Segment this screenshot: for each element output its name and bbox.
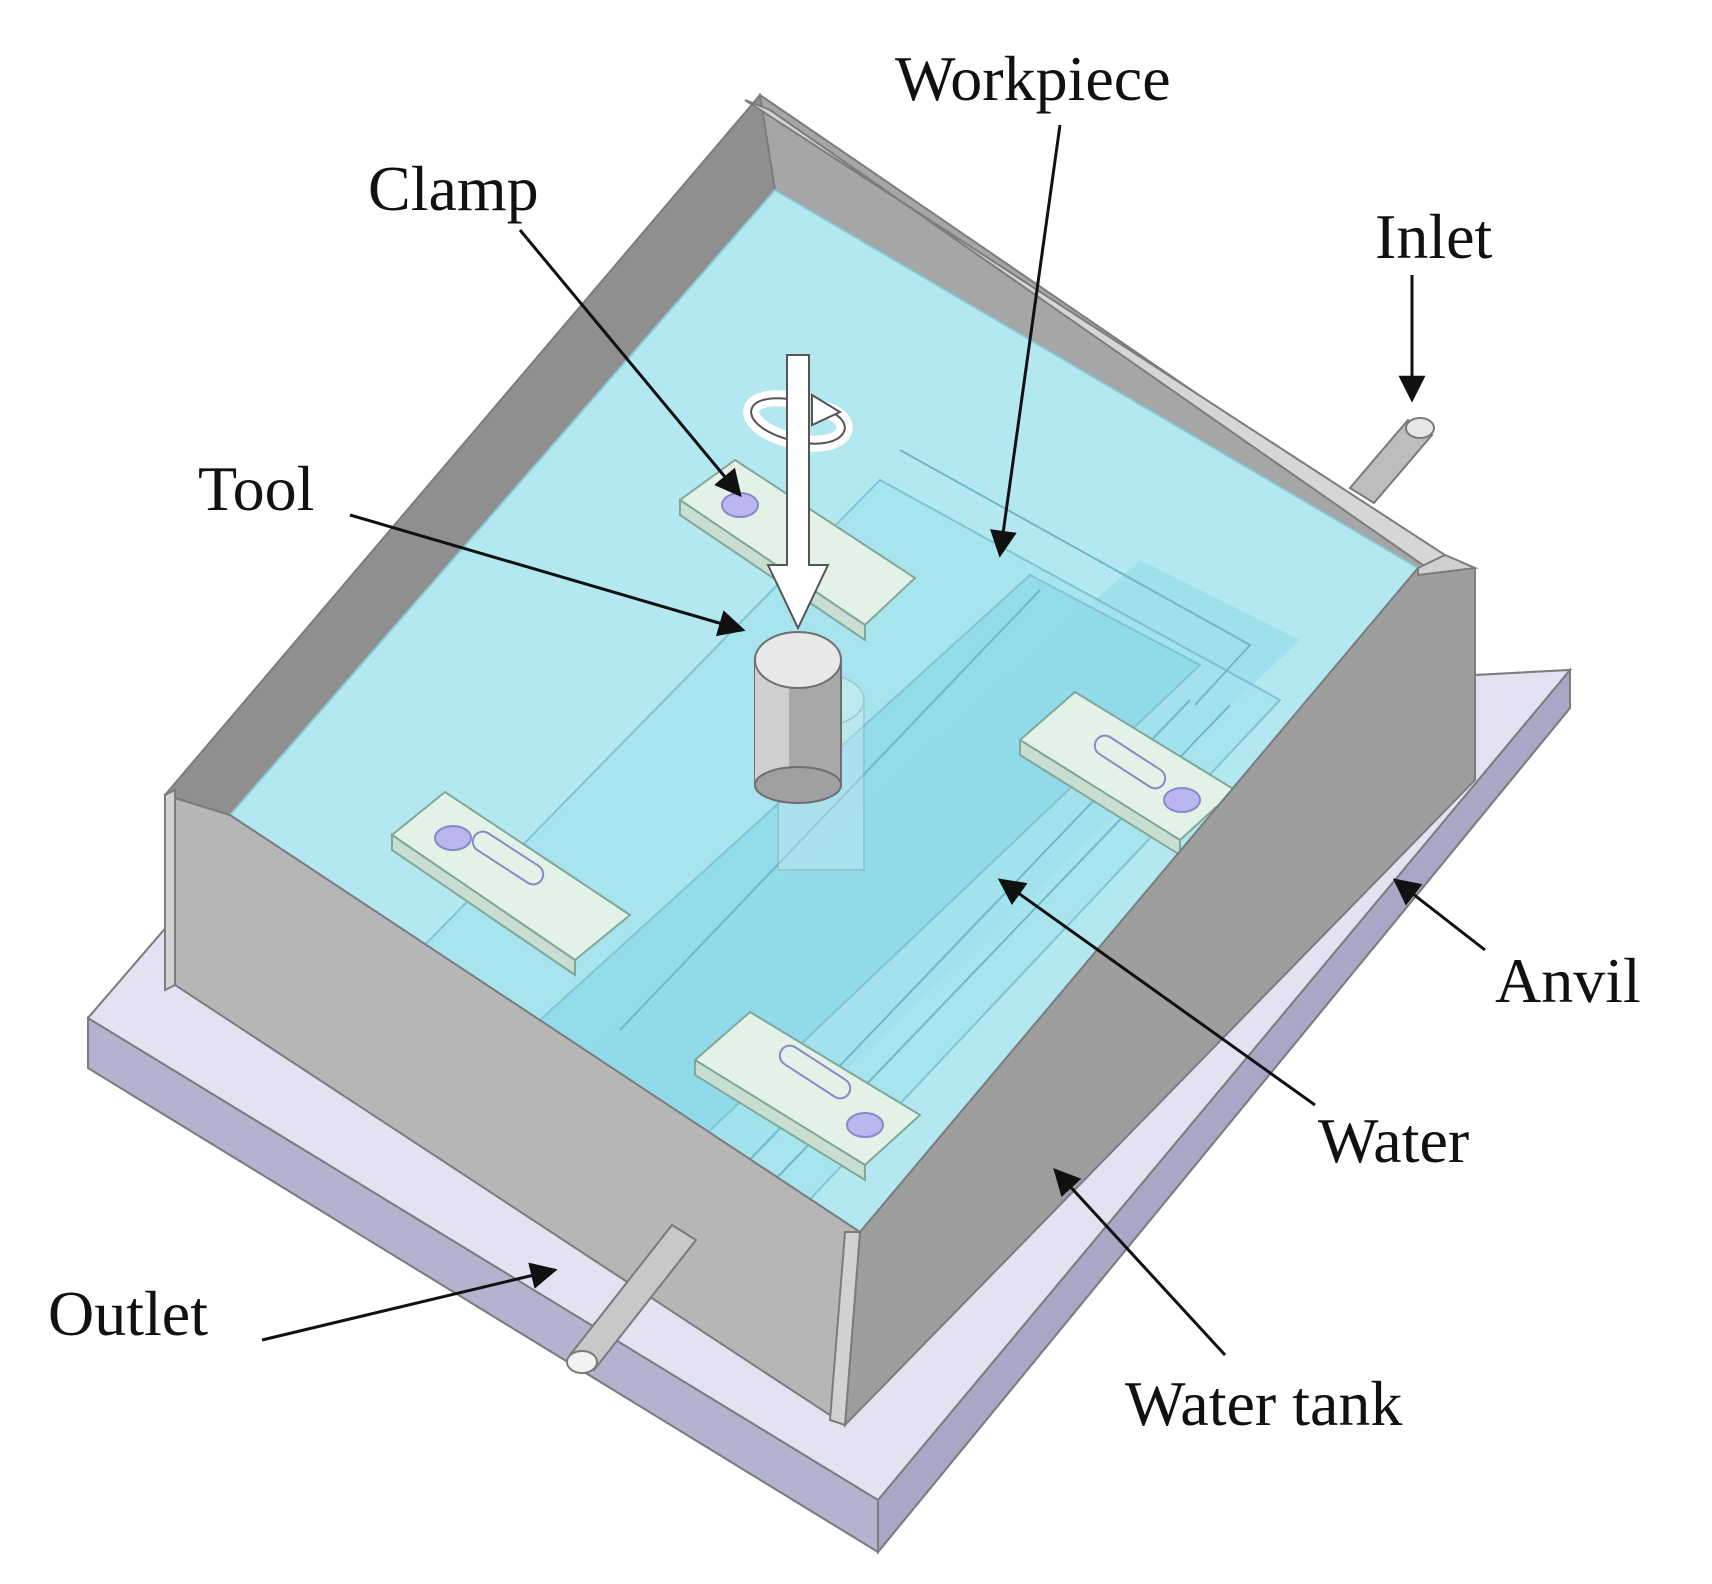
workpiece-leader bbox=[989, 124, 1062, 558]
outlet-pipe bbox=[566, 1223, 698, 1374]
tool bbox=[754, 631, 842, 804]
clamp-bottom bbox=[693, 1010, 922, 1182]
workpiece-label: Workpiece bbox=[895, 43, 1171, 114]
anvil-leader bbox=[1392, 878, 1486, 952]
water-label: Water bbox=[1318, 1105, 1469, 1176]
inlet-pipe bbox=[1348, 417, 1435, 505]
clamp-left bbox=[390, 790, 632, 977]
water-leader bbox=[997, 878, 1316, 1107]
tool-leader bbox=[349, 513, 746, 637]
water-tank-label: Water tank bbox=[1125, 1368, 1402, 1439]
clamp-label: Clamp bbox=[368, 153, 539, 224]
clamp-right bbox=[1018, 690, 1237, 857]
leader-lines bbox=[261, 124, 1486, 1357]
clamp-leader bbox=[518, 229, 742, 498]
tank-front-walls bbox=[163, 553, 1479, 1428]
inlet-label: Inlet bbox=[1375, 201, 1493, 272]
anvil-label: Anvil bbox=[1495, 945, 1641, 1016]
outlet-label: Outlet bbox=[48, 1278, 208, 1349]
tank-back-walls bbox=[163, 92, 1447, 817]
water-tank-leader bbox=[1053, 1168, 1227, 1357]
tool-label: Tool bbox=[198, 453, 314, 524]
outlet-leader bbox=[261, 1262, 558, 1342]
down-arrow-icon bbox=[766, 354, 830, 631]
